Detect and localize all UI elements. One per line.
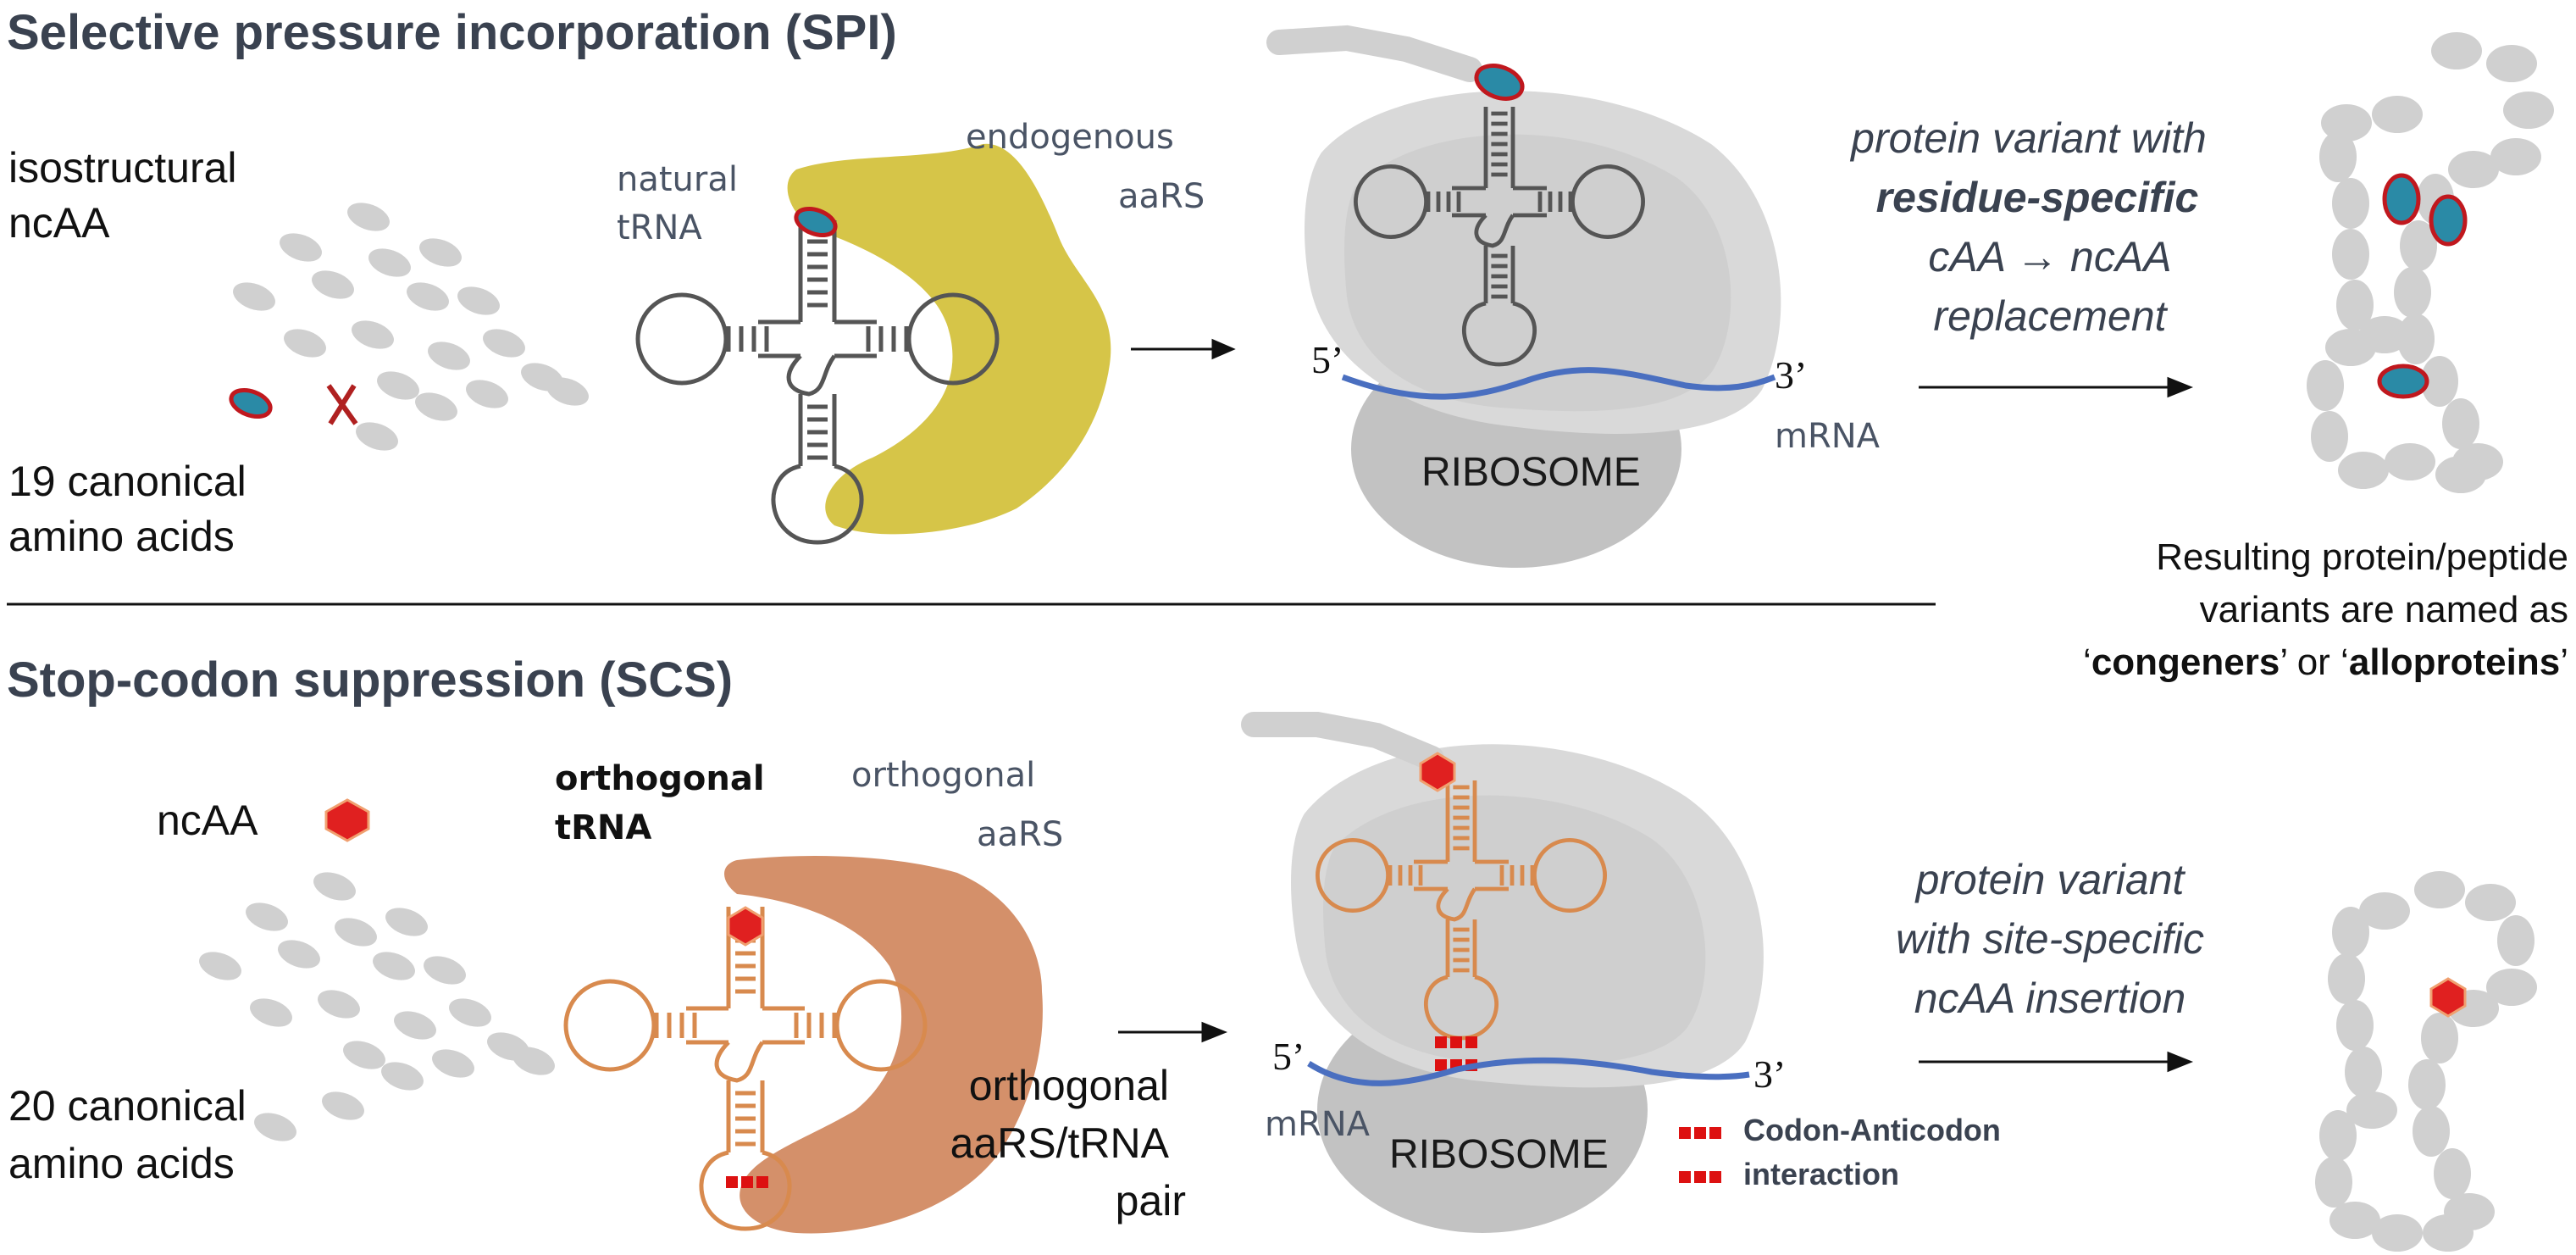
- codon-square-icon: [726, 1176, 768, 1188]
- spi-ncaa-label-1: isostructural: [8, 144, 237, 192]
- spi-protein-ncaa-1: [2382, 173, 2421, 225]
- scs-five-prime: 5’: [1272, 1035, 1305, 1078]
- spi-result-line-1: protein variant with: [1849, 114, 2207, 162]
- spi-result-line-4: replacement: [1933, 292, 2168, 340]
- codon-anticodon-legend-icon: [1679, 1127, 1721, 1183]
- scs-mrna-strand: [1307, 1057, 1750, 1086]
- spi-aars-label-2: aaRS: [1118, 177, 1205, 216]
- spi-protein-ncaa-3: [2377, 364, 2429, 399]
- scs-result-line-2: with site-specific: [1896, 915, 2204, 963]
- spi-trna-label-1: natural: [617, 160, 738, 199]
- spi-protein-chain: [2307, 32, 2554, 493]
- scs-nascent-chain: [1241, 712, 1444, 771]
- spi-canonical-label-1: 19 canonical: [8, 458, 247, 505]
- spi-result-line-2: residue-specific: [1876, 174, 2199, 221]
- scs-mrna-label: mRNA: [1265, 1105, 1371, 1144]
- spi-three-prime: 3’: [1775, 353, 1807, 397]
- spi-canonical-amino-acid-dots: [229, 197, 593, 456]
- spi-protein-ncaa-2: [2429, 194, 2468, 247]
- scs-canonical-amino-acid-dots: [195, 867, 559, 1141]
- spi-nascent-chain: [1266, 25, 1482, 82]
- legend-line-1: Codon-Anticodon: [1743, 1113, 2001, 1147]
- scs-result-line-3: ncAA insertion: [1914, 975, 2186, 1022]
- note-line-2: variants are named as: [2200, 589, 2568, 630]
- scs-trna-label-1: orthogonal: [555, 759, 765, 798]
- scs-aars-label-1: orthogonal: [851, 756, 1035, 795]
- scs-protein-chain: [2315, 871, 2537, 1252]
- hexagon-icon: [1419, 752, 1456, 792]
- spi-trna-ncaa-ellipse: [794, 206, 838, 238]
- scs-three-prime: 3’: [1753, 1052, 1786, 1096]
- arrow-right-icon: [1118, 1021, 1228, 1043]
- spi-aars-label-1: endogenous: [966, 118, 1174, 157]
- scs-canonical-label-1: 20 canonical: [8, 1082, 247, 1130]
- scs-pair-label-3: pair: [1116, 1177, 1186, 1224]
- scs-aars-label-2: aaRS: [977, 815, 1063, 854]
- hexagon-icon: [324, 798, 370, 842]
- scs-ribosome-label: RIBOSOME: [1389, 1132, 1609, 1177]
- scs-pair-label-1: orthogonal: [969, 1062, 1169, 1109]
- scs-title: Stop-codon suppression (SCS): [7, 652, 733, 708]
- spi-mrna-strand: [1341, 367, 1776, 400]
- arrow-right-icon: [1919, 376, 2194, 398]
- scs-protein-ncaa-hexagon: [2429, 977, 2467, 1018]
- spi-ncaa-ellipse: [229, 387, 273, 419]
- spi-ncaa-label-2: ncAA: [8, 199, 110, 247]
- scs-trna-label-2: tRNA: [555, 808, 651, 847]
- spi-trna-label-2: tRNA: [617, 208, 702, 247]
- spi-title: Selective pressure incorporation (SPI): [7, 5, 897, 60]
- spi-result-line-3: cAA → ncAA: [1928, 233, 2171, 280]
- spi-five-prime: 5’: [1311, 338, 1343, 381]
- orthogonal-aars-shape: [724, 856, 1043, 1234]
- scs-canonical-label-2: amino acids: [8, 1140, 235, 1187]
- note-line-3: ‘congeners’ or ‘alloproteins’: [2083, 641, 2568, 683]
- cross-mark-icon: [326, 384, 358, 425]
- spi-mrna-label: mRNA: [1775, 417, 1881, 456]
- scs-result-line-1: protein variant: [1914, 856, 2186, 903]
- hexagon-icon: [727, 906, 764, 947]
- arrow-right-icon: [1131, 338, 1236, 360]
- note-line-1: Resulting protein/peptide: [2156, 536, 2568, 578]
- spi-ribosome-ncaa-ellipse: [1474, 64, 1525, 101]
- endogenous-aars-shape: [787, 143, 1111, 535]
- spi-ribosome-label: RIBOSOME: [1421, 450, 1641, 495]
- spi-ribosome: [1305, 91, 1781, 568]
- scs-ncaa-label: ncAA: [157, 797, 258, 844]
- scs-pair-label-2: aaRS/tRNA: [950, 1119, 1170, 1167]
- spi-canonical-label-2: amino acids: [8, 513, 235, 560]
- arrow-right-icon: [1919, 1051, 2194, 1073]
- legend-line-2: interaction: [1743, 1157, 1899, 1191]
